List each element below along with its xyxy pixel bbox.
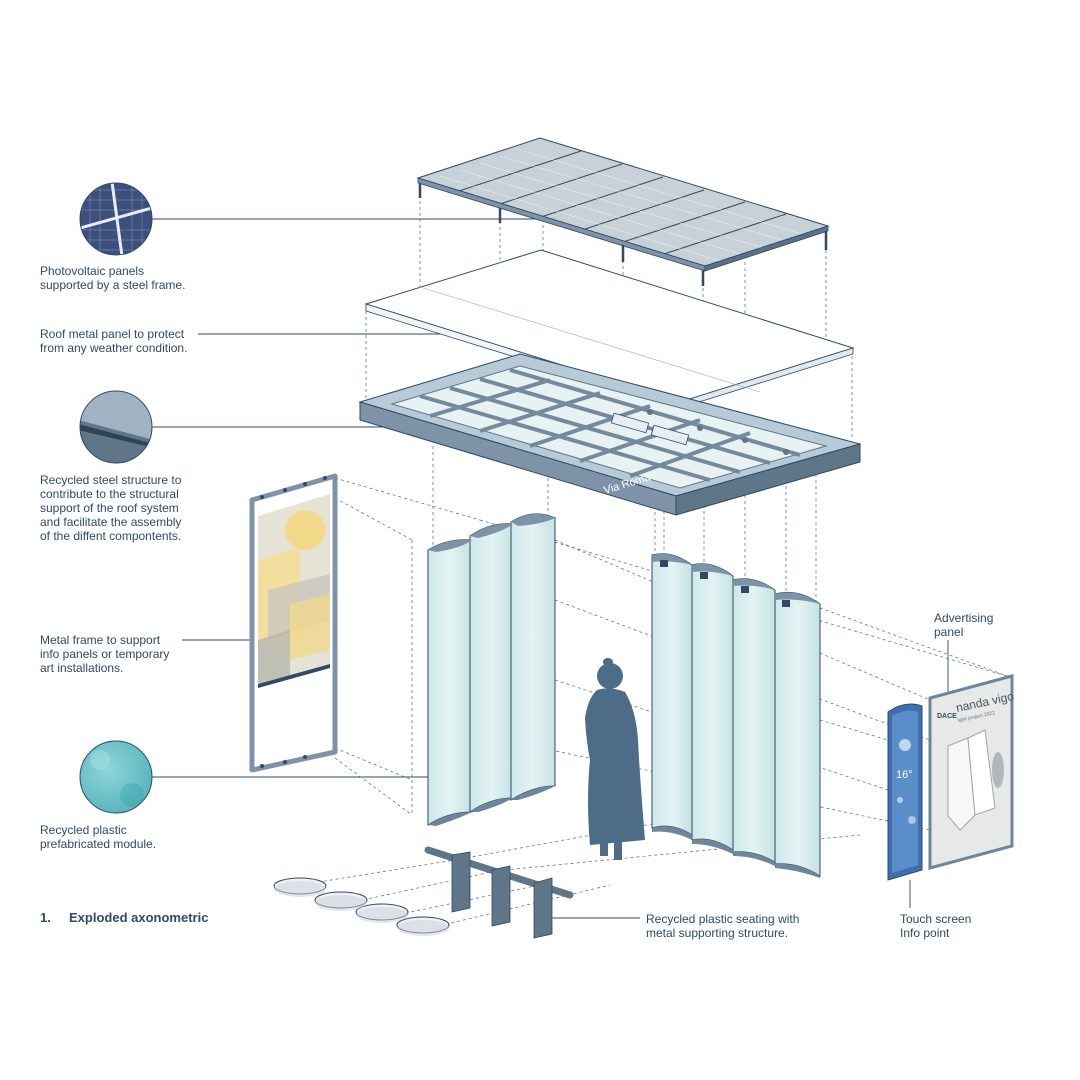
touch-screen-info-point: 16°	[887, 703, 923, 881]
label-plastic-module: Recycled plastic prefabricated module.	[40, 823, 157, 851]
solar-panel-icon	[79, 182, 153, 256]
plastic-module-icon	[79, 740, 153, 814]
label-steel-structure: Recycled steel structure to contribute t…	[40, 473, 182, 543]
label-photovoltaic: Photovoltaic panels supported by a steel…	[40, 264, 186, 292]
leader-lines	[152, 217, 949, 920]
plastic-module-right	[651, 553, 821, 878]
caption-number: 1.	[40, 910, 51, 925]
seating	[273, 846, 574, 939]
steel-structure: Via Roma	[358, 353, 862, 516]
steel-structure-icon	[79, 390, 153, 464]
touch-screen-temperature: 16°	[896, 769, 913, 781]
label-touch-screen: Touch screen Info point	[900, 912, 972, 940]
photovoltaic-panels	[416, 137, 830, 286]
label-roof: Roof metal panel to protect from any wea…	[40, 327, 188, 355]
caption-text: Exploded axonometric	[69, 910, 209, 925]
advert-logo: DACE	[937, 713, 957, 720]
figure-caption: 1. Exploded axonometric	[40, 910, 208, 925]
advertising-panel: DACE nanda vigo light project 2022	[928, 674, 1015, 870]
metal-art-frame	[249, 473, 338, 773]
label-metal-frame: Metal frame to support info panels or te…	[40, 633, 170, 675]
person-silhouette	[585, 658, 645, 860]
label-advertising: Advertising panel	[934, 611, 994, 639]
plastic-module-left	[427, 513, 556, 826]
label-seating: Recycled plastic seating with metal supp…	[646, 912, 800, 940]
